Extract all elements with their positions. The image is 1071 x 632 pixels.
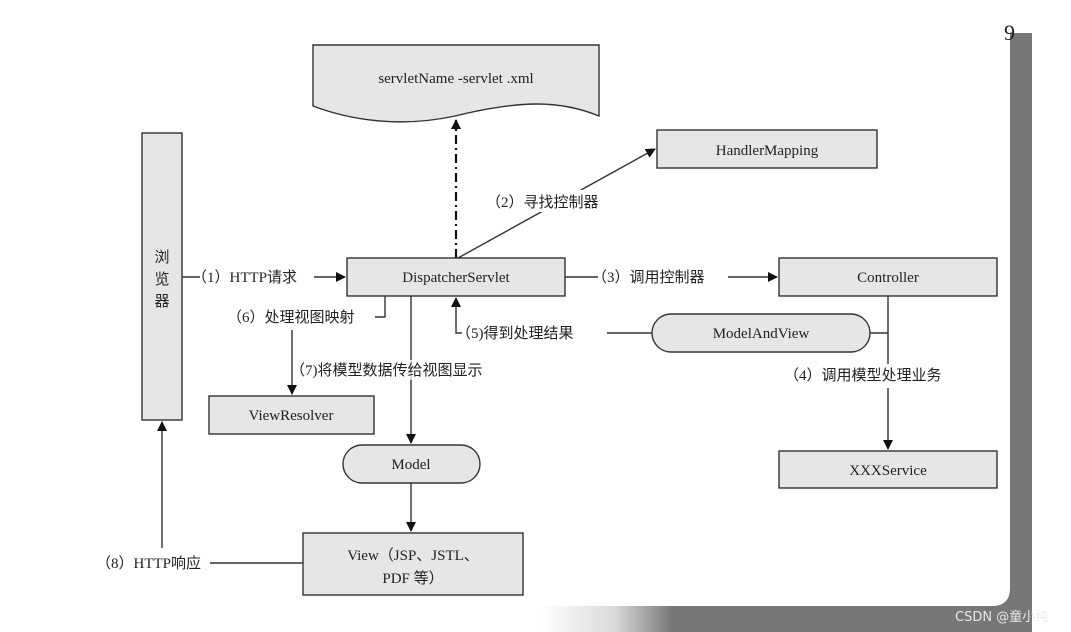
- page-number: 9: [1004, 20, 1015, 45]
- step-3-label: （3）调用控制器: [592, 269, 705, 286]
- step-1-http-request: （1）HTTP请求: [182, 269, 346, 286]
- model-node: Model: [342, 444, 481, 484]
- dispatcher-servlet-node: DispatcherServlet: [346, 257, 566, 297]
- dispatcher-servlet-label: DispatcherServlet: [402, 270, 510, 286]
- step-5-label: （5)得到处理结果: [456, 325, 574, 342]
- view-resolver-label: ViewResolver: [249, 408, 334, 424]
- view-label-line1: View（JSP、JSTL、: [347, 547, 479, 564]
- view-node: View（JSP、JSTL、 PDF 等）: [302, 532, 524, 596]
- step-8-http-response: （8）HTTP响应: [96, 421, 303, 572]
- handler-mapping-label: HandlerMapping: [716, 143, 819, 159]
- xxx-service-node: XXXService: [778, 450, 998, 489]
- config-file-label: servletName -servlet .xml: [378, 71, 533, 87]
- page-shadow: [540, 33, 1032, 632]
- step-5-get-result: （5)得到处理结果: [451, 297, 652, 342]
- browser-label-1: 浏: [154, 249, 169, 266]
- step-6-label: （6）处理视图映射: [227, 309, 355, 326]
- watermark: CSDN @童小纯: [955, 609, 1048, 625]
- view-resolver-node: ViewResolver: [208, 395, 375, 435]
- view-label-line2: PDF 等）: [382, 569, 443, 587]
- controller-node: Controller: [778, 257, 998, 297]
- step-4-call-model: （4）调用模型处理业务: [784, 296, 942, 450]
- controller-label: Controller: [857, 270, 919, 286]
- model-label: Model: [391, 457, 430, 473]
- step-6-view-mapping: （6）处理视图映射: [227, 296, 386, 395]
- step-7-model-to-view: （7)将模型数据传给视图显示: [290, 296, 504, 532]
- browser-label-2: 览: [154, 271, 169, 288]
- step-7-label: （7)将模型数据传给视图显示: [290, 362, 483, 379]
- browser-label-3: 器: [154, 294, 169, 310]
- handler-mapping-node: HandlerMapping: [656, 129, 878, 169]
- xxx-service-label: XXXService: [849, 463, 927, 479]
- model-and-view-node: ModelAndView: [651, 313, 871, 353]
- model-and-view-label: ModelAndView: [713, 326, 810, 342]
- config-file-node: servletName -servlet .xml: [312, 44, 600, 123]
- browser-node: 浏 览 器: [141, 132, 183, 421]
- step-2-label: （2）寻找控制器: [486, 194, 599, 211]
- step-4-label: （4）调用模型处理业务: [784, 367, 942, 384]
- step-1-label: （1）HTTP请求: [192, 269, 297, 286]
- step-8-label: （8）HTTP响应: [96, 554, 201, 572]
- step-2-find-controller: （2）寻找控制器: [457, 148, 656, 259]
- step-3-call-controller: （3）调用控制器: [565, 269, 778, 286]
